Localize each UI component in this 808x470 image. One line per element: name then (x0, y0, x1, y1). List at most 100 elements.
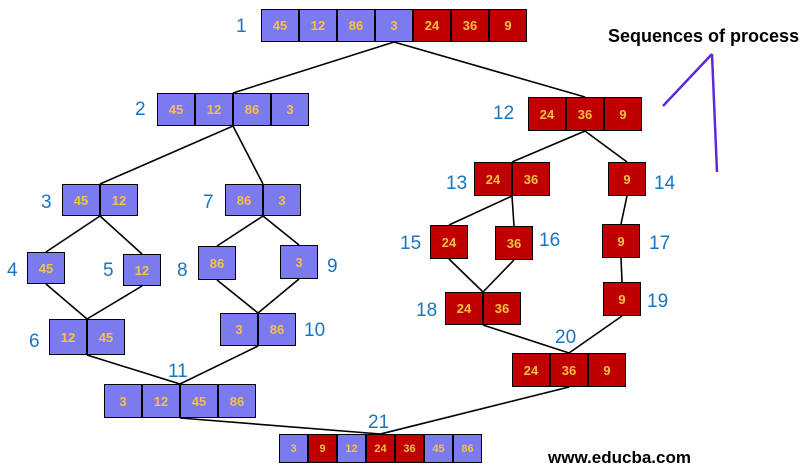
edge-line (45, 283, 88, 320)
edge-line (262, 215, 300, 246)
array-cell: 9 (588, 353, 626, 387)
site-url: www.educba.com (548, 448, 691, 467)
edge-line (216, 215, 264, 247)
diagram-title: Sequences of process (608, 26, 800, 46)
array-cell: 12 (123, 254, 161, 286)
edge-line (584, 130, 628, 163)
array-cell: 9 (608, 162, 646, 196)
array-cell: 9 (603, 282, 641, 316)
array-cell: 24 (528, 97, 566, 131)
step-label: 6 (29, 331, 40, 352)
array-cell: 9 (308, 434, 337, 463)
step-label: 14 (654, 173, 676, 194)
edge-line (179, 345, 259, 385)
step-label: 19 (647, 291, 669, 312)
edge-line (482, 324, 570, 354)
array-cell: 86 (225, 184, 263, 216)
step-label: 11 (168, 361, 188, 382)
array-cell: 12 (337, 434, 366, 463)
step-label: 21 (368, 412, 390, 433)
array-cell: 3 (220, 313, 258, 346)
edge-line (86, 285, 143, 320)
step-label: 17 (649, 233, 671, 254)
step-label: 5 (103, 260, 114, 281)
step-label: 13 (446, 173, 468, 194)
array-cell: 9 (604, 97, 642, 131)
array-cell: 45 (62, 184, 100, 216)
array-cell: 12 (142, 384, 180, 418)
array-cell: 24 (430, 225, 468, 259)
edge-line (482, 259, 515, 293)
step-label: 9 (327, 256, 338, 277)
array-cell: 36 (550, 353, 588, 387)
array-cell: 36 (483, 292, 521, 325)
edge-line (568, 315, 623, 354)
edge-line (511, 195, 515, 227)
array-cell: 86 (218, 384, 256, 418)
step-label: 8 (177, 260, 188, 281)
edge-line (86, 354, 181, 385)
array-cell: 36 (451, 9, 489, 42)
array-cell: 45 (261, 9, 299, 42)
array-cell: 3 (375, 9, 413, 42)
array-cell: 45 (27, 252, 65, 284)
array-cell: 24 (445, 292, 483, 325)
step-label: 7 (203, 192, 214, 213)
step-label: 1 (236, 16, 247, 37)
edge-line (448, 258, 484, 293)
step-label: 4 (7, 260, 18, 281)
array-cell: 45 (180, 384, 218, 418)
edge-line (99, 125, 234, 185)
array-cell: 3 (279, 434, 308, 463)
array-cell: 3 (271, 93, 309, 126)
array-cell: 45 (87, 319, 125, 355)
edge-line (393, 41, 586, 98)
edge-line (99, 215, 143, 255)
edge-line (448, 195, 513, 226)
array-cell: 9 (489, 9, 527, 42)
edge-line (380, 386, 570, 435)
array-cell: 86 (233, 93, 271, 126)
array-cell: 3 (263, 184, 301, 216)
array-cell: 24 (413, 9, 451, 42)
array-cell: 86 (198, 246, 236, 280)
array-cell: 36 (512, 162, 550, 196)
array-cell: 12 (299, 9, 337, 42)
step-label: 12 (493, 103, 515, 124)
array-cell: 24 (366, 434, 395, 463)
array-cell: 12 (195, 93, 233, 126)
array-cell: 24 (512, 353, 550, 387)
edge-line (620, 195, 628, 225)
edge-line (232, 41, 395, 94)
edge-line (511, 130, 586, 163)
step-label: 16 (539, 230, 561, 251)
edge-line (620, 257, 623, 283)
step-label: 18 (416, 300, 438, 321)
array-cell: 3 (104, 384, 142, 418)
array-cell: 45 (424, 434, 453, 463)
array-cell: 36 (395, 434, 424, 463)
array-cell: 36 (495, 226, 533, 260)
step-label: 15 (400, 233, 422, 254)
edge-line (179, 417, 381, 435)
edge-line (45, 215, 101, 253)
step-label: 2 (135, 99, 146, 120)
array-cell: 36 (566, 97, 604, 131)
array-cell: 12 (49, 319, 87, 355)
array-cell: 24 (474, 162, 512, 196)
array-cell: 9 (602, 224, 640, 258)
array-cell: 3 (280, 245, 318, 279)
array-cell: 86 (453, 434, 482, 463)
step-label: 3 (41, 192, 52, 213)
array-cell: 12 (100, 184, 138, 216)
array-cell: 45 (157, 93, 195, 126)
array-cell: 86 (258, 313, 296, 346)
step-label: 10 (304, 320, 326, 341)
edge-line (232, 125, 264, 185)
step-label: 20 (555, 327, 577, 348)
edge-line (257, 278, 300, 314)
edge-line (216, 279, 259, 314)
array-cell: 86 (337, 9, 375, 42)
